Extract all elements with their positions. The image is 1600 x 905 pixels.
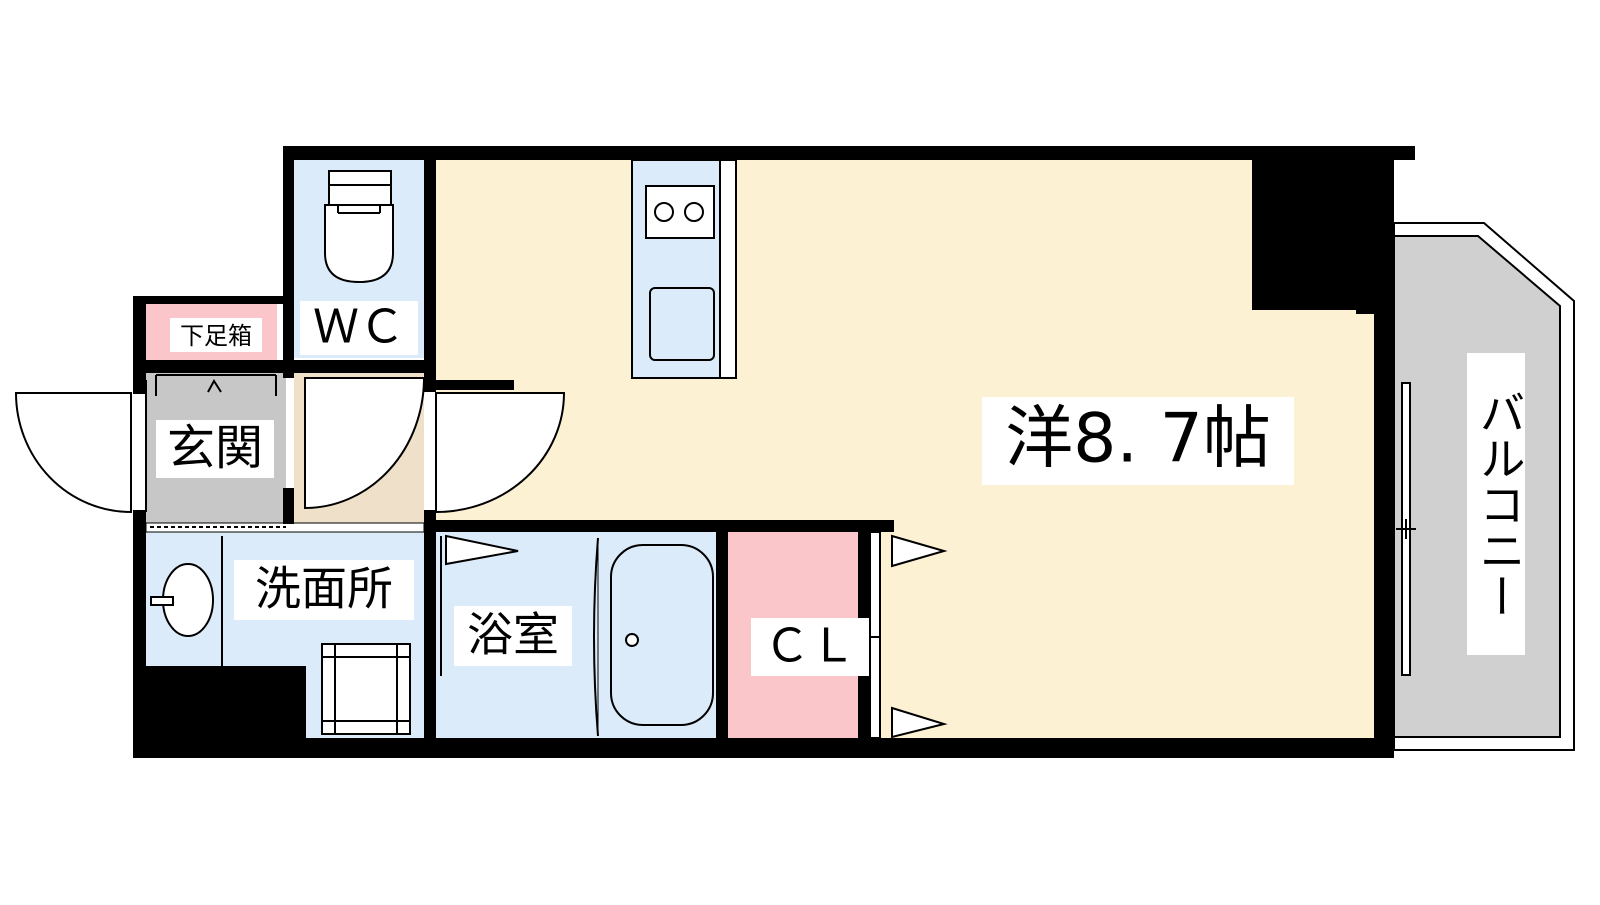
wc-door — [304, 377, 426, 510]
bathroom-door — [440, 534, 519, 676]
washroom-label: 洗面所 — [255, 562, 393, 616]
shoe-box-label-bg — [170, 318, 262, 352]
bathtub-icon — [593, 537, 714, 737]
kitchen-counter — [631, 159, 737, 379]
wc-label: ＷＣ — [313, 300, 405, 354]
bathroom-label-bg — [454, 606, 572, 666]
washroom-label-bg — [234, 560, 414, 620]
shoe-cabinet-door — [155, 374, 277, 396]
washbasin-icon — [150, 536, 223, 666]
entrance-label-bg — [156, 420, 274, 478]
balcony-window — [1396, 382, 1416, 676]
main-room-label-bg — [982, 397, 1294, 485]
bathroom-label: 浴室 — [467, 608, 559, 662]
entrance-label: 玄関 — [167, 420, 263, 476]
stove-burner-icon — [684, 202, 704, 222]
balcony-label-bg — [1467, 353, 1525, 655]
living-room-door — [435, 392, 566, 514]
washroom-sliding-door — [145, 522, 425, 533]
wc-label-bg — [300, 301, 418, 355]
entrance-door — [14, 380, 147, 514]
walls — [133, 146, 1415, 758]
toilet-icon — [324, 170, 394, 284]
main-room-label: 洋8. 7帖 — [1005, 400, 1271, 479]
shoe-box-label: 下足箱 — [180, 322, 252, 350]
closet-label: ＣＬ — [764, 619, 856, 673]
stove-burner-icon — [654, 202, 674, 222]
closet-label-bg — [751, 618, 869, 676]
drain-icon — [625, 633, 639, 647]
washing-machine-icon — [321, 643, 411, 735]
balcony-label: バルコニー — [1473, 389, 1527, 619]
sink-icon — [649, 287, 715, 361]
